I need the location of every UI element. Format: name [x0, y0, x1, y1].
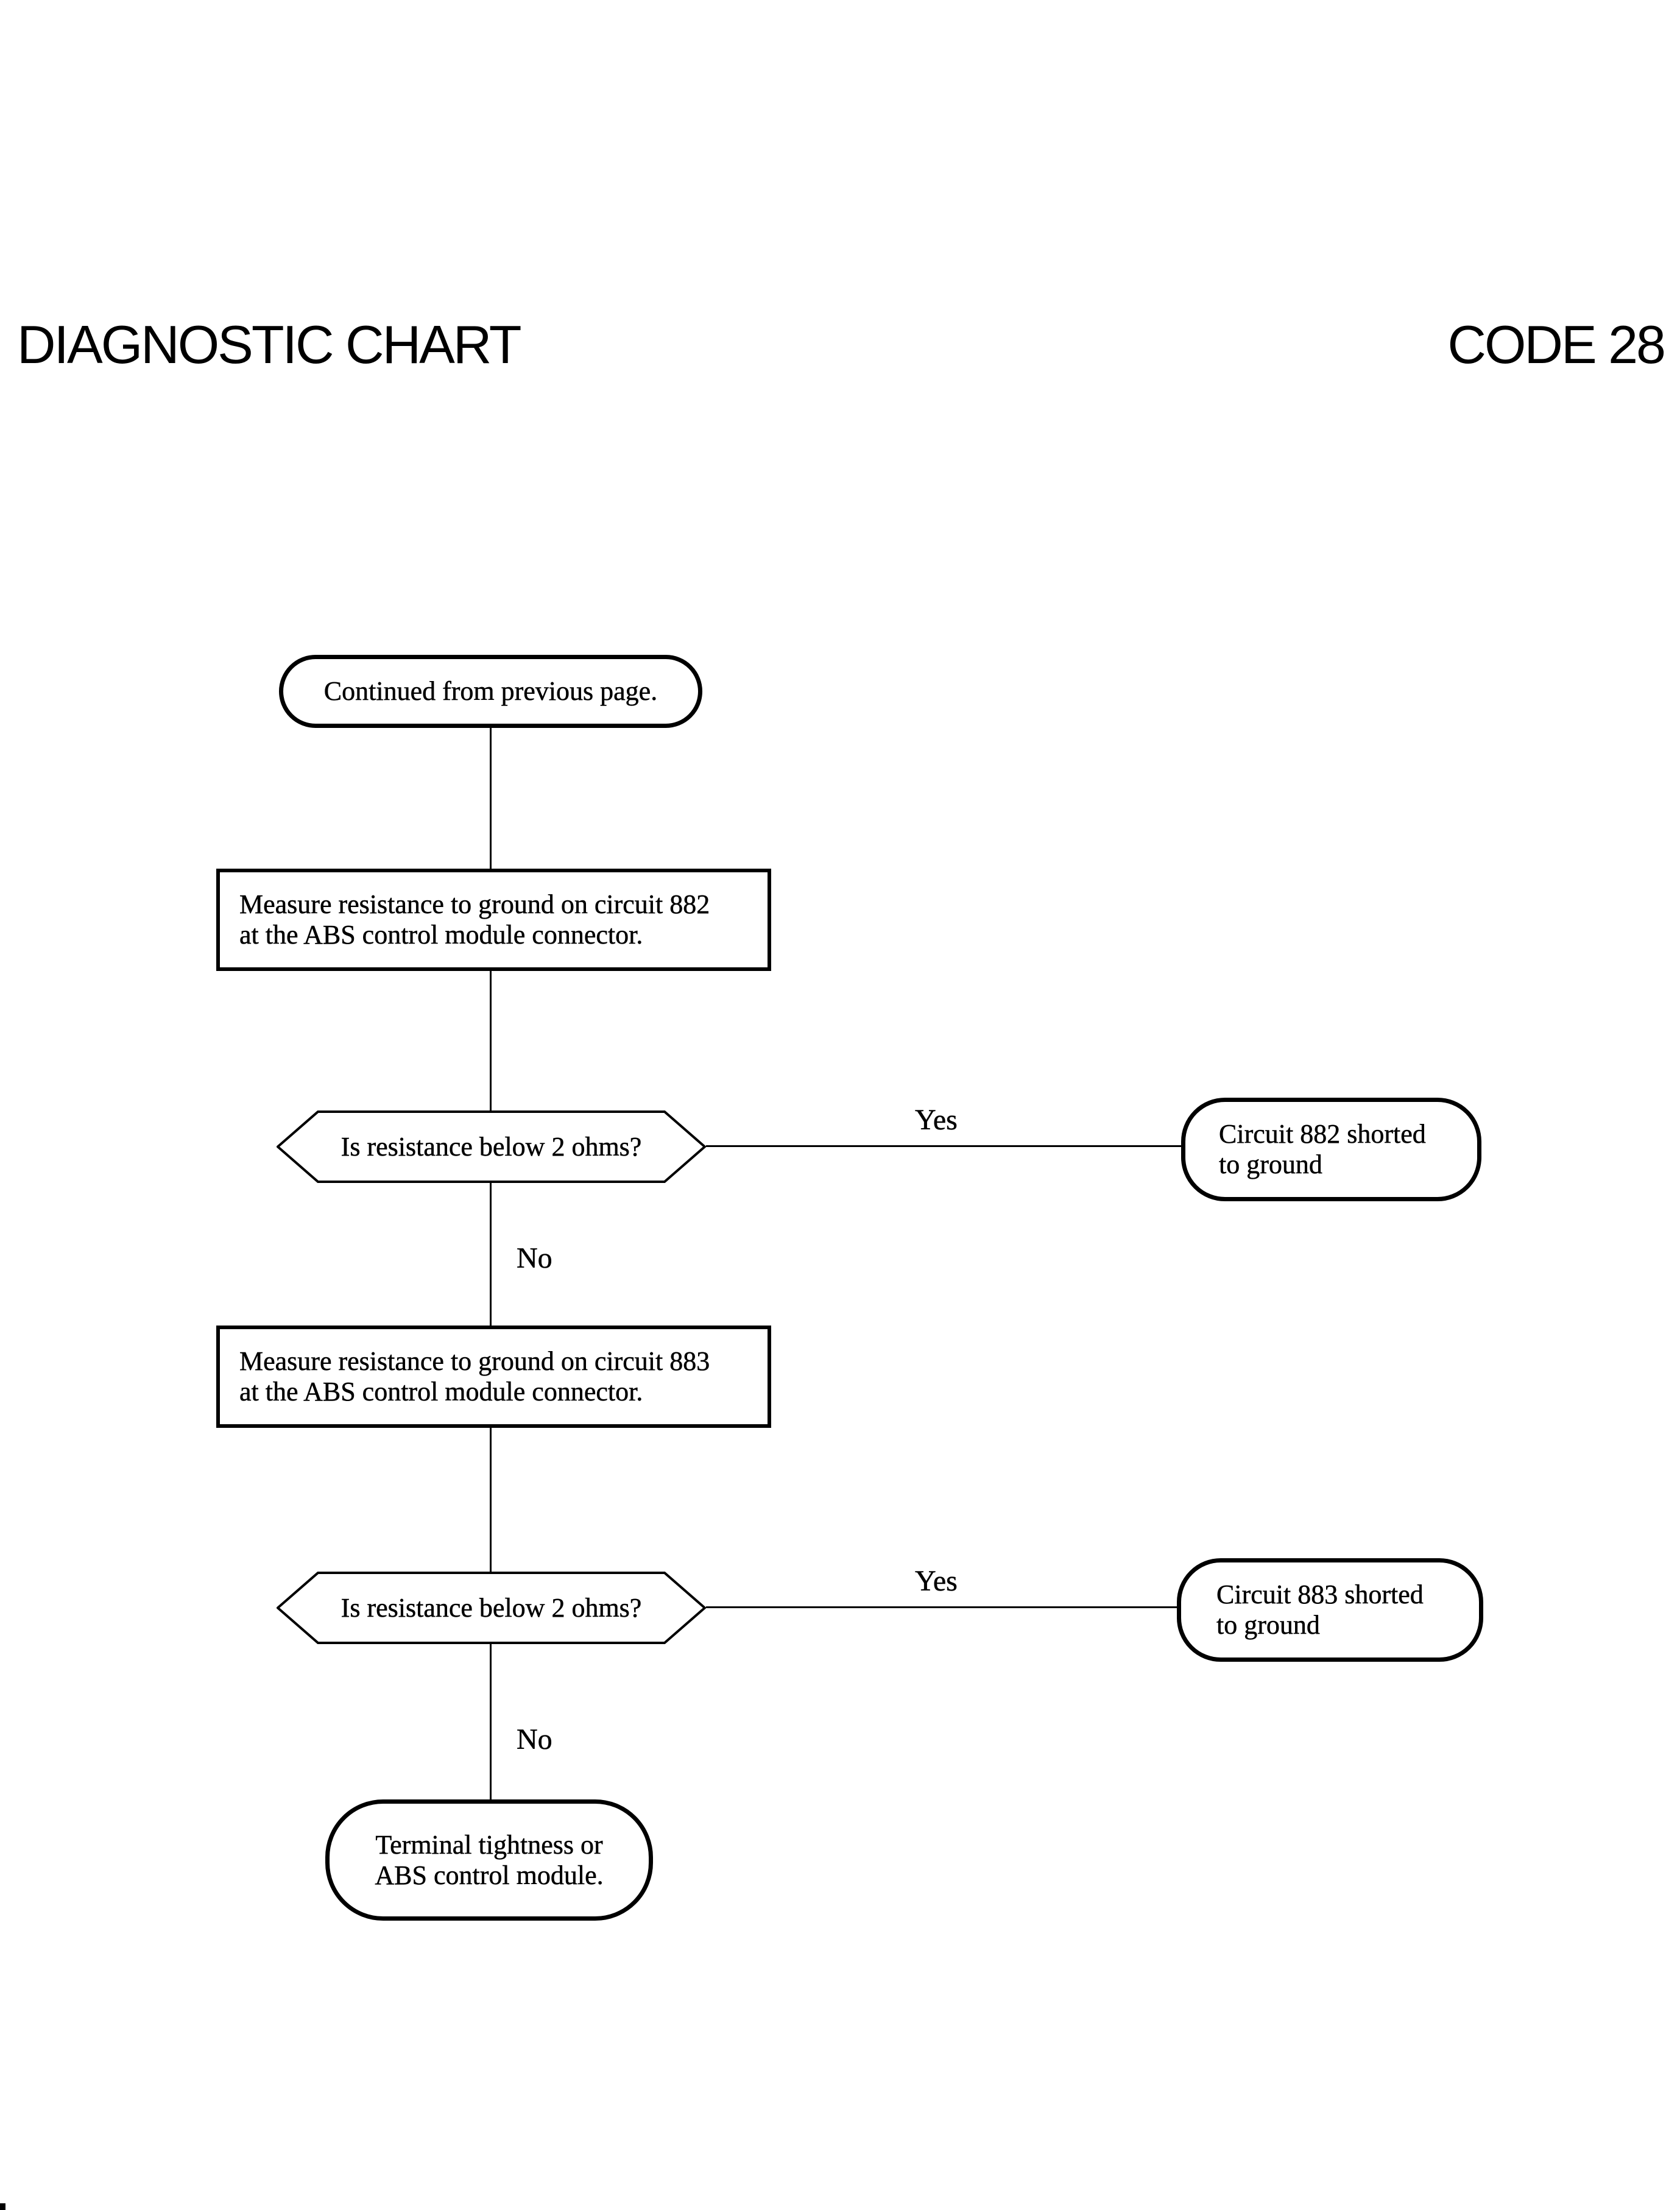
node-step1-process: Measure resistance to ground on circuit … — [216, 869, 771, 971]
connector-step2-decision2 — [490, 1428, 492, 1572]
node-start-terminator: Continued from previous page. — [279, 655, 702, 728]
node-decision1-hexagon: Is resistance below 2 ohms? — [277, 1110, 706, 1183]
result1-line2: to ground — [1219, 1149, 1322, 1180]
node-decision2-hexagon: Is resistance below 2 ohms? — [277, 1572, 706, 1644]
connector-decision1-yes — [706, 1145, 1181, 1147]
page-code: CODE 28 — [1447, 314, 1666, 375]
decision1-yes-label: Yes — [915, 1104, 958, 1136]
step1-line2: at the ABS control module connector. — [239, 920, 643, 950]
decision1-label: Is resistance below 2 ohms? — [341, 1131, 642, 1162]
node-step2-process: Measure resistance to ground on circuit … — [216, 1326, 771, 1428]
result2-line1: Circuit 883 shorted — [1216, 1580, 1424, 1610]
decision2-no-label: No — [517, 1723, 552, 1756]
node-result2-terminator: Circuit 883 shorted to ground — [1177, 1558, 1483, 1662]
scan-artifact-mark — [0, 2203, 5, 2210]
connector-start-step1 — [490, 728, 492, 869]
page-title: DIAGNOSTIC CHART — [17, 314, 522, 375]
decision2-label: Is resistance below 2 ohms? — [341, 1592, 642, 1623]
step2-line1: Measure resistance to ground on circuit … — [239, 1346, 710, 1377]
result2-line2: to ground — [1216, 1610, 1320, 1640]
connector-decision1-no — [490, 1183, 492, 1326]
decision2-yes-label: Yes — [915, 1565, 958, 1597]
step1-line1: Measure resistance to ground on circuit … — [239, 889, 710, 920]
decision1-no-label: No — [517, 1242, 552, 1274]
node-start-label: Continued from previous page. — [323, 676, 658, 707]
result1-line1: Circuit 882 shorted — [1219, 1119, 1426, 1149]
node-end-terminator: Terminal tightness or ABS control module… — [325, 1799, 653, 1921]
node-result1-terminator: Circuit 882 shorted to ground — [1181, 1098, 1481, 1201]
connector-decision2-yes — [706, 1606, 1177, 1608]
connector-decision2-no — [490, 1644, 492, 1799]
decision2-hexagon-shape — [277, 1572, 706, 1644]
decision1-hexagon-shape — [277, 1110, 706, 1183]
connector-step1-decision1 — [490, 971, 492, 1110]
end-line2: ABS control module. — [375, 1860, 604, 1890]
step2-line2: at the ABS control module connector. — [239, 1377, 643, 1407]
end-line1: Terminal tightness or — [375, 1829, 603, 1860]
